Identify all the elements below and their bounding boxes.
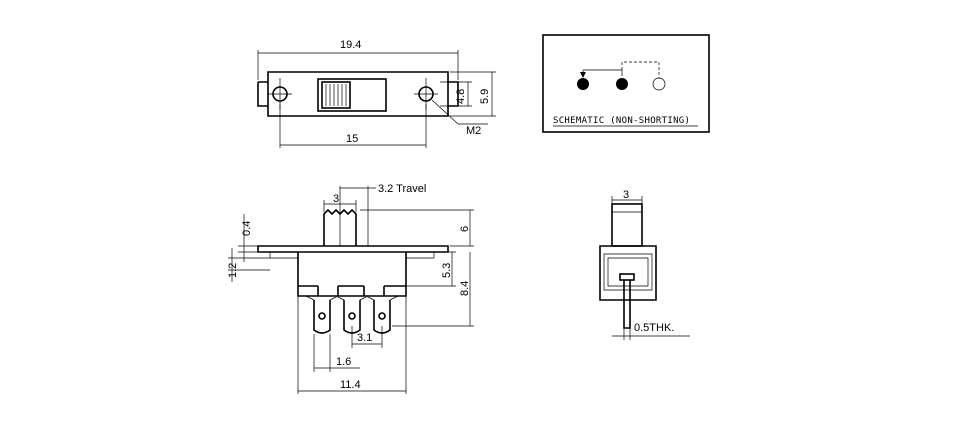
- contact-2: [616, 78, 628, 90]
- dim-body-width: 11.4: [297, 296, 407, 394]
- dim-terminal-pitch: 3.1: [351, 326, 383, 348]
- screw-label: M2: [466, 125, 481, 137]
- dim-hole-spacing-label: 15: [346, 133, 358, 145]
- dim-terminal-pitch-label: 3.1: [357, 332, 372, 344]
- dim-plate-height: 5.9: [450, 71, 496, 117]
- contact-1: [577, 78, 589, 90]
- schematic-caption: SCHEMATIC (NON-SHORTING): [553, 116, 690, 126]
- terminal-1: [313, 300, 331, 334]
- contact-3: [652, 77, 666, 91]
- dim-total-depth: 8.4: [392, 252, 474, 327]
- dim-plate-thickness: 0.4: [238, 214, 258, 262]
- dim-flange-offset: 1.2: [227, 248, 270, 282]
- dim-overall-length-label: 19.4: [340, 39, 361, 51]
- flange-tabs: [269, 252, 435, 259]
- dim-terminal-thickness-label: 0.5THK.: [634, 322, 674, 334]
- dim-actuator-height-label: 6: [459, 226, 471, 232]
- switch-body: [297, 252, 407, 297]
- dim-side-actuator-width-label: 3: [623, 189, 629, 201]
- dim-hole-spacing: 15: [279, 104, 427, 148]
- side-housing: [599, 245, 657, 301]
- terminal-mounts: [298, 285, 406, 296]
- dim-overall-length: 19.4: [257, 39, 459, 80]
- dim-body-depth-label: 5.3: [441, 263, 453, 278]
- flange-plate: [257, 245, 449, 253]
- top-view: 19.4 15 4.8 5.9 M2: [257, 39, 496, 148]
- contact-arrow: [580, 72, 586, 78]
- dim-travel: 3.2 Travel: [339, 183, 426, 246]
- schematic-panel: SCHEMATIC (NON-SHORTING): [542, 34, 710, 133]
- actuator-knob: [321, 81, 351, 109]
- hole-centerlines: [268, 78, 438, 110]
- side-housing-inner: [603, 253, 653, 291]
- contact-link: [582, 69, 623, 76]
- front-view: 3 3.2 Travel 0.4 1.2 6: [227, 183, 474, 394]
- dim-flange-offset-label: 1.2: [227, 263, 239, 278]
- dim-body-depth: 5.3: [406, 251, 456, 287]
- dim-actuator-width-label: 3: [333, 193, 339, 205]
- dim-plate-height-label: 5.9: [479, 89, 491, 104]
- dim-body-height-label: 4.8: [455, 89, 467, 104]
- dim-side-actuator-width: 3: [611, 189, 643, 204]
- dim-actuator-height: 6: [360, 209, 474, 247]
- dim-body-height: 4.8: [440, 81, 472, 107]
- schematic-frame: [542, 34, 710, 133]
- mounting-plate: [267, 71, 449, 117]
- side-terminal: [623, 280, 631, 329]
- screw-leader: M2: [431, 99, 488, 137]
- dim-plate-thickness-label: 0.4: [241, 221, 253, 236]
- dim-terminal-offset: 1.6: [313, 334, 360, 372]
- dim-travel-label: 3.2 Travel: [378, 183, 426, 195]
- dim-terminal-thickness: 0.5THK.: [612, 322, 690, 340]
- dim-total-depth-label: 8.4: [459, 281, 471, 296]
- contact-link-dashed: [621, 61, 660, 78]
- slider-window: [317, 78, 387, 112]
- side-view: 3 0.5THK.: [599, 189, 690, 340]
- side-actuator: [611, 203, 643, 247]
- knob-ridges: [325, 84, 347, 106]
- dim-body-width-label: 11.4: [340, 379, 361, 391]
- side-contact: [619, 273, 635, 281]
- dim-terminal-offset-label: 1.6: [336, 356, 351, 368]
